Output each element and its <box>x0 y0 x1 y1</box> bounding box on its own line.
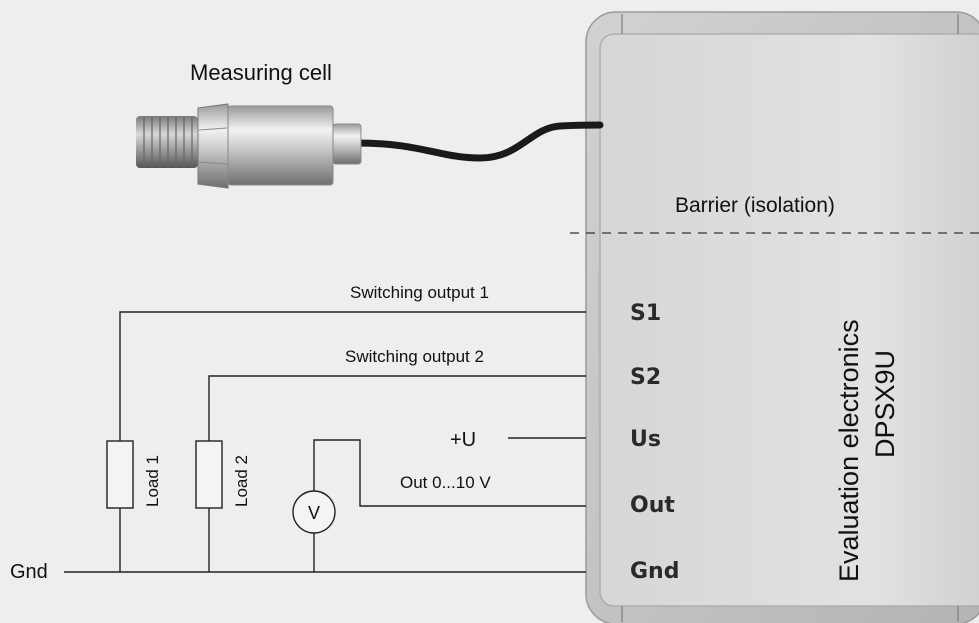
out-range-label: Out 0...10 V <box>400 473 491 492</box>
measuring-cell-sensor <box>136 103 362 189</box>
terminal-out: Out <box>630 493 675 518</box>
barrier-label: Barrier (isolation) <box>675 194 835 217</box>
load-1-label: Load 1 <box>143 455 162 507</box>
switching-output-2-label: Switching output 2 <box>345 347 484 366</box>
gnd-left-label: Gnd <box>10 561 48 583</box>
wire-s2 <box>208 375 586 441</box>
load-2-resistor <box>195 440 223 509</box>
measuring-cell-label: Measuring cell <box>190 60 332 85</box>
wire-voltmeter-top <box>313 439 586 507</box>
terminal-s1: S1 <box>630 301 661 326</box>
switching-output-1-label: Switching output 1 <box>350 283 489 302</box>
load-2-label: Load 2 <box>232 455 251 507</box>
plus-u-label: +U <box>450 429 476 451</box>
voltmeter-label: V <box>308 503 320 523</box>
device-title-line1: Evaluation electronics <box>834 319 864 582</box>
load-1-resistor <box>106 440 134 509</box>
voltmeter-symbol <box>292 490 336 534</box>
terminal-s2: S2 <box>630 365 661 390</box>
device-title-line2: DPSX9U <box>870 350 900 458</box>
terminal-gnd: Gnd <box>630 559 679 584</box>
sensor-cable <box>354 121 604 162</box>
wire-s1 <box>119 311 586 441</box>
evaluation-housing <box>585 11 979 623</box>
terminal-us: Us <box>630 427 661 452</box>
